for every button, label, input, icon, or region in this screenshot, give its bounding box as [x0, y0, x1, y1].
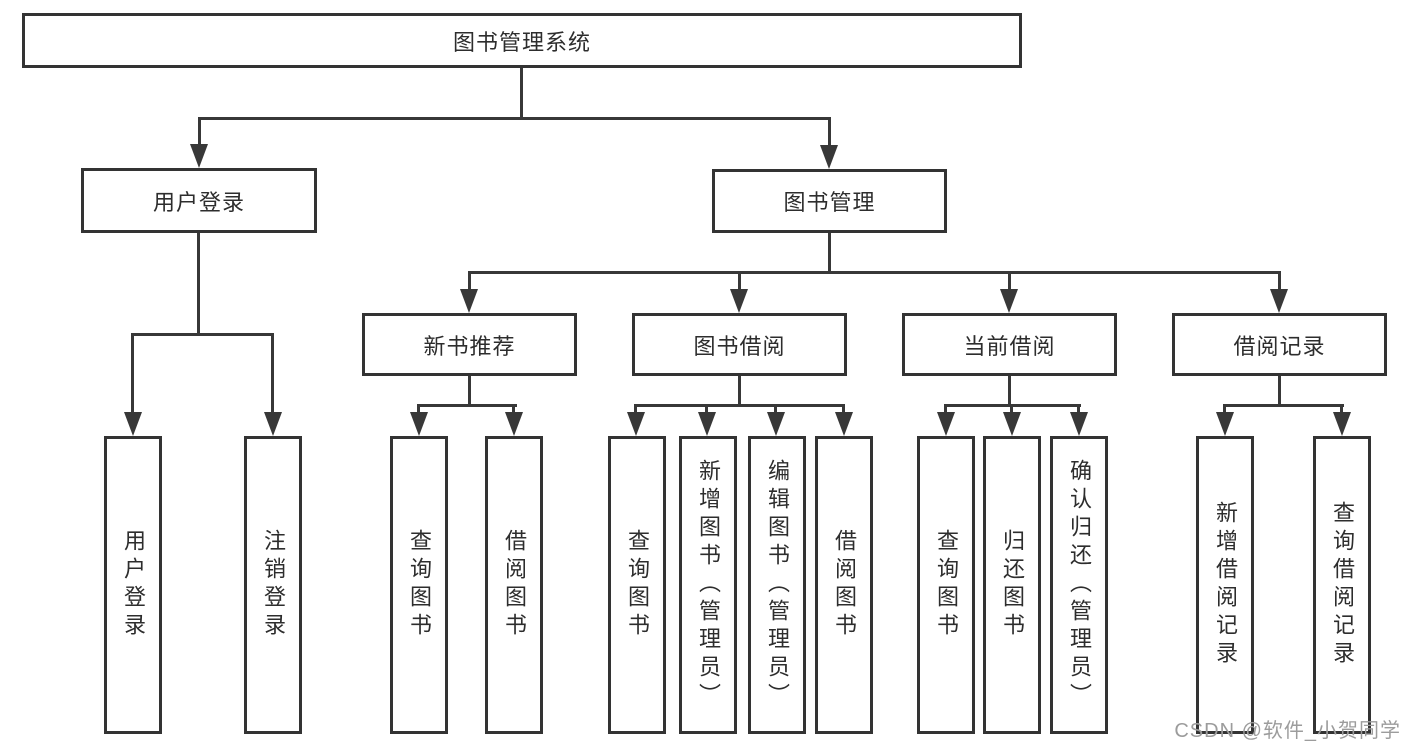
node-borrowing-records-label: 借阅记录	[1233, 333, 1326, 359]
arrow-down-icon	[937, 412, 955, 436]
arrow-down-icon	[627, 412, 645, 436]
connector-line	[1077, 404, 1080, 414]
connector-line	[468, 376, 471, 406]
leaf-cb-confirm-return-admin: 确认归还（管理员）	[1050, 436, 1108, 734]
arrow-down-icon	[410, 412, 428, 436]
leaf-bb-edit-books-admin: 编辑图书（管理员）	[748, 436, 806, 734]
connector-line	[774, 404, 777, 414]
connector-line	[705, 404, 708, 414]
connector-line	[828, 117, 831, 146]
arrow-down-icon	[1000, 289, 1018, 313]
leaf-cb-query-books-label: 查询图书	[934, 529, 959, 641]
leaf-nbr-borrow-books: 借阅图书	[485, 436, 543, 734]
leaf-br-query-borrow-record: 查询借阅记录	[1313, 436, 1371, 734]
arrow-down-icon	[835, 412, 853, 436]
leaf-bb-edit-books-admin-label: 编辑图书（管理员）	[765, 459, 790, 711]
node-book-borrowing-label: 图书借阅	[693, 333, 786, 359]
connector-line	[1223, 404, 1226, 414]
arrow-down-icon	[505, 412, 523, 436]
node-user-login-label: 用户登录	[152, 189, 245, 215]
connector-line	[468, 271, 1281, 274]
arrow-down-icon	[190, 144, 208, 168]
connector-line	[520, 68, 523, 119]
connector-line	[634, 404, 637, 414]
leaf-br-add-borrow-record: 新增借阅记录	[1196, 436, 1254, 734]
leaf-br-add-borrow-record-label: 新增借阅记录	[1213, 501, 1238, 669]
node-new-book-recommend: 新书推荐	[362, 313, 577, 376]
connector-line	[198, 117, 831, 120]
connector-line	[417, 404, 420, 414]
leaf-br-query-borrow-record-label: 查询借阅记录	[1330, 501, 1355, 669]
node-current-borrowing-label: 当前借阅	[963, 333, 1056, 359]
leaf-cb-return-books: 归还图书	[983, 436, 1041, 734]
connector-line	[417, 404, 517, 407]
leaf-nbr-borrow-books-label: 借阅图书	[502, 529, 527, 641]
leaf-cb-return-books-label: 归还图书	[1000, 529, 1025, 641]
connector-line	[197, 233, 200, 336]
node-current-borrowing: 当前借阅	[902, 313, 1117, 376]
leaf-bb-borrow-books: 借阅图书	[815, 436, 873, 734]
leaf-logout-label: 注销登录	[261, 529, 286, 641]
connector-line	[1278, 376, 1281, 406]
connector-line	[512, 404, 515, 414]
connector-line	[1223, 404, 1344, 407]
connector-line	[198, 117, 201, 146]
watermark: CSDN @软件_小贺同学	[1174, 720, 1401, 742]
node-root-label: 图书管理系统	[452, 29, 591, 55]
connector-line	[1008, 376, 1011, 406]
leaf-user-login: 用户登录	[104, 436, 162, 734]
leaf-cb-confirm-return-admin-label: 确认归还（管理员）	[1067, 459, 1092, 711]
leaf-user-login-label: 用户登录	[121, 529, 146, 641]
arrow-down-icon	[264, 412, 282, 436]
node-book-management-label: 图书管理	[783, 190, 876, 215]
arrow-down-icon	[124, 412, 142, 436]
connector-line	[1340, 404, 1343, 414]
leaf-nbr-query-books-label: 查询图书	[407, 529, 432, 641]
connector-line	[1010, 404, 1013, 414]
leaf-bb-query-books: 查询图书	[608, 436, 666, 734]
node-user-login: 用户登录	[81, 168, 317, 233]
connector-line	[634, 404, 845, 407]
connector-line	[738, 271, 741, 291]
connector-line	[468, 271, 471, 291]
node-root: 图书管理系统	[22, 13, 1022, 68]
connector-line	[1008, 271, 1011, 291]
arrow-down-icon	[1216, 412, 1234, 436]
leaf-bb-add-books-admin: 新增图书（管理员）	[679, 436, 737, 734]
arrow-down-icon	[820, 145, 838, 169]
arrow-down-icon	[767, 412, 785, 436]
node-book-management: 图书管理	[712, 169, 947, 233]
node-book-borrowing: 图书借阅	[632, 313, 847, 376]
connector-line	[131, 333, 274, 336]
connector-line	[271, 333, 274, 414]
arrow-down-icon	[1070, 412, 1088, 436]
leaf-bb-borrow-books-label: 借阅图书	[832, 529, 857, 641]
connector-line	[944, 404, 947, 414]
arrow-down-icon	[1003, 412, 1021, 436]
arrow-down-icon	[1333, 412, 1351, 436]
connector-line	[131, 333, 134, 414]
arrow-down-icon	[730, 289, 748, 313]
arrow-down-icon	[1270, 289, 1288, 313]
leaf-logout: 注销登录	[244, 436, 302, 734]
connector-line	[1278, 271, 1281, 291]
leaf-cb-query-books: 查询图书	[917, 436, 975, 734]
connector-line	[828, 233, 831, 273]
node-new-book-recommend-label: 新书推荐	[423, 333, 516, 359]
leaf-bb-query-books-label: 查询图书	[625, 529, 650, 641]
node-borrowing-records: 借阅记录	[1172, 313, 1387, 376]
arrow-down-icon	[698, 412, 716, 436]
connector-line	[738, 376, 741, 406]
leaf-nbr-query-books: 查询图书	[390, 436, 448, 734]
connector-line	[842, 404, 845, 414]
leaf-bb-add-books-admin-label: 新增图书（管理员）	[696, 459, 721, 711]
arrow-down-icon	[460, 289, 478, 313]
